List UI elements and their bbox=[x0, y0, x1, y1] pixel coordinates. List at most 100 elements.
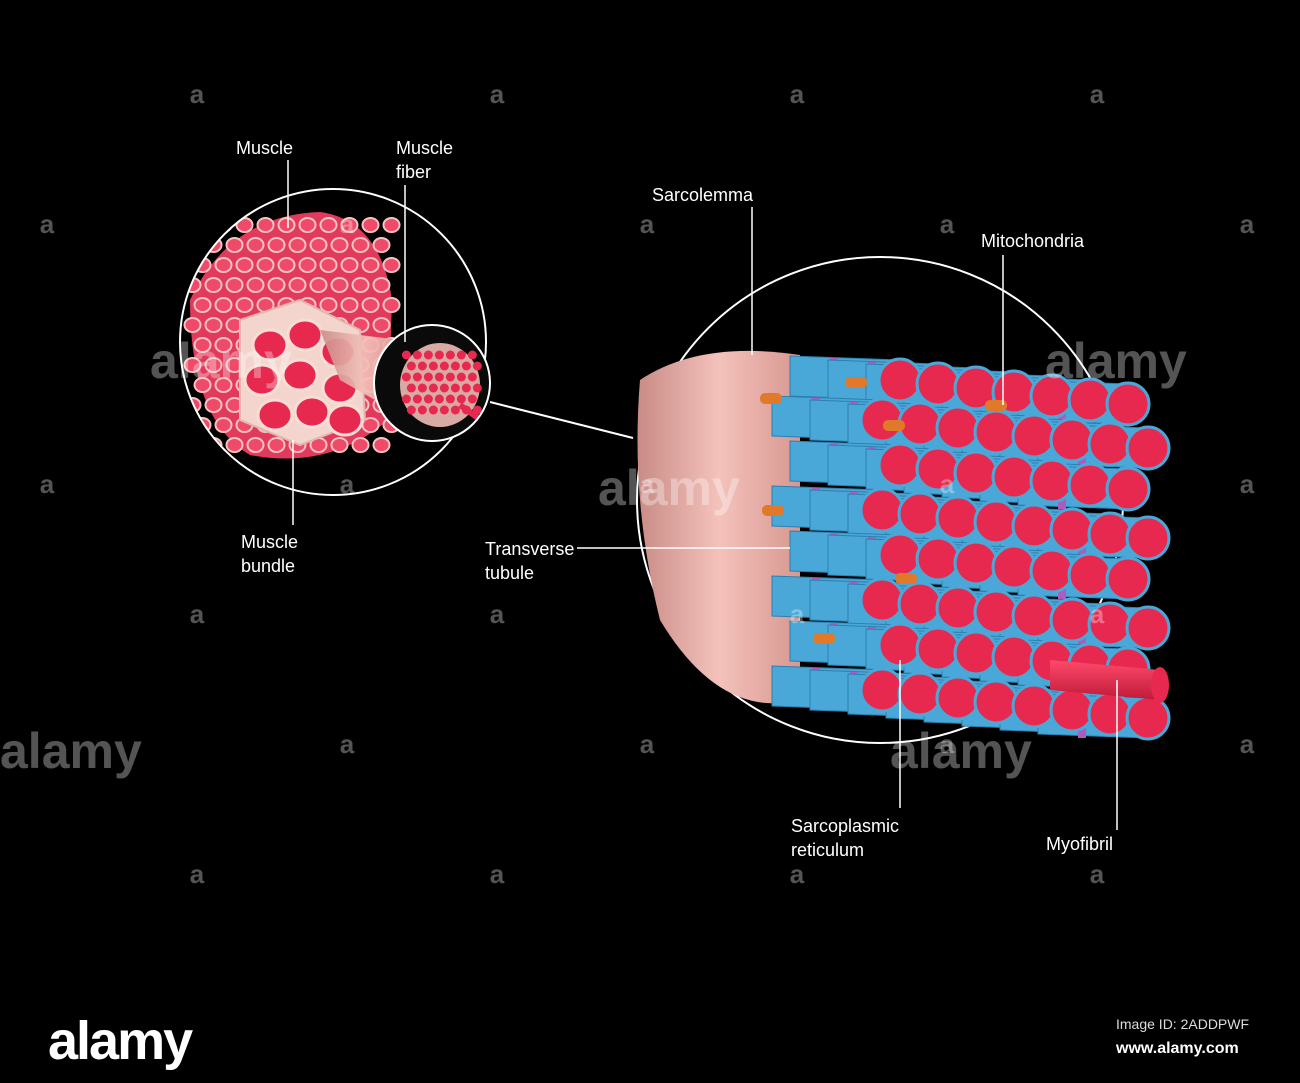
watermark-letter: a bbox=[490, 79, 505, 109]
bundle-cell bbox=[286, 318, 324, 352]
label-muscle-fiber-line2: fiber bbox=[396, 162, 432, 182]
myofibril-face bbox=[1011, 683, 1057, 729]
sarcolemma-sheath bbox=[637, 350, 800, 704]
myofibril-face bbox=[1029, 458, 1075, 504]
fascicle-cell bbox=[361, 217, 380, 233]
watermark-letter: a bbox=[640, 729, 655, 759]
mitochondrion bbox=[762, 505, 784, 516]
fiber-dot bbox=[412, 350, 422, 360]
myofibril-face bbox=[915, 536, 961, 582]
label-myofibril: Myofibril bbox=[1046, 834, 1114, 854]
watermark-letter: a bbox=[40, 469, 55, 499]
watermark-letter: a bbox=[190, 79, 205, 109]
watermark-letter: a bbox=[1090, 79, 1105, 109]
fascicle-cell bbox=[256, 257, 275, 273]
fascicle-cell bbox=[193, 217, 212, 233]
myofibril-face bbox=[935, 405, 981, 451]
fiber-dot bbox=[445, 394, 455, 404]
watermark-word: alamy bbox=[1045, 333, 1187, 389]
myofibril-face bbox=[935, 495, 981, 541]
fascicle-cell bbox=[235, 257, 254, 273]
fascicle-cell bbox=[267, 237, 286, 253]
myofibril-face bbox=[1067, 552, 1113, 598]
myofibril-face bbox=[859, 577, 905, 623]
watermark-word: alamy bbox=[0, 723, 142, 779]
fascicle-cell bbox=[235, 297, 254, 313]
label-sarcoplasmic-reticulum-line1: Sarcoplasmic bbox=[791, 816, 900, 836]
watermark-letter: a bbox=[640, 209, 655, 239]
label-transverse-tubule-line1: Transverse bbox=[485, 539, 575, 559]
fascicle-cell bbox=[193, 297, 212, 313]
myofibril-face bbox=[973, 499, 1019, 545]
myofibril-face bbox=[935, 585, 981, 631]
fiber-dot bbox=[467, 372, 477, 382]
fascicle-cell bbox=[193, 257, 212, 273]
fiber-dot bbox=[450, 383, 460, 393]
fiber-dot bbox=[434, 350, 444, 360]
bundle-cell bbox=[256, 398, 294, 432]
myofibril-face bbox=[1125, 605, 1171, 651]
bundle-cell bbox=[326, 403, 364, 437]
watermark-letter: a bbox=[190, 599, 205, 629]
fascicle-cell bbox=[330, 437, 349, 453]
fiber-dot bbox=[401, 350, 411, 360]
fiber-dot bbox=[450, 361, 460, 371]
bundle-cell bbox=[281, 358, 319, 392]
small-magnifier-ring bbox=[179, 188, 487, 496]
fiber-dot bbox=[467, 350, 477, 360]
watermark-letter: a bbox=[340, 469, 355, 499]
fascicle-cell bbox=[298, 217, 317, 233]
fiber-dot bbox=[401, 394, 411, 404]
myofibril-face bbox=[953, 450, 999, 496]
myofibril-face bbox=[1011, 413, 1057, 459]
fascicle-cell bbox=[204, 357, 223, 373]
fascicle-cell bbox=[183, 317, 202, 333]
watermark-letter: a bbox=[1240, 209, 1255, 239]
watermark-letter: a bbox=[640, 469, 655, 499]
myofibril-face bbox=[991, 634, 1037, 680]
fascicle-cell bbox=[309, 277, 328, 293]
fiber-dot bbox=[467, 394, 477, 404]
myofibril-face bbox=[897, 491, 943, 537]
fiber-dot bbox=[456, 394, 466, 404]
myofibril-face bbox=[1049, 507, 1095, 553]
fascicle-cell bbox=[372, 277, 391, 293]
muscle-cross-section bbox=[183, 212, 410, 459]
image-id-text: Image ID: 2ADDPWF bbox=[1116, 1016, 1250, 1032]
watermark-letter: a bbox=[340, 729, 355, 759]
fiber-dot bbox=[461, 383, 471, 393]
fascicle-cell bbox=[246, 437, 265, 453]
myofibril-face bbox=[1049, 687, 1095, 733]
fiber-dot bbox=[450, 405, 460, 415]
label-muscle-bundle-line1: Muscle bbox=[241, 532, 299, 552]
bundle-cell bbox=[251, 328, 289, 362]
watermark-letter: a bbox=[340, 209, 355, 239]
myofibril-face bbox=[1105, 466, 1151, 512]
mitochondrion bbox=[883, 420, 905, 431]
watermark-letter: a bbox=[1090, 859, 1105, 889]
mitochondrion bbox=[813, 633, 835, 644]
myofibril-face bbox=[1087, 421, 1133, 467]
label-transverse-tubule-line2: tubule bbox=[485, 563, 535, 583]
fiber-dot bbox=[445, 350, 455, 360]
fascicle-cell bbox=[372, 237, 391, 253]
fiber-dot bbox=[434, 372, 444, 382]
fascicle-cell bbox=[351, 437, 370, 453]
myofibril-face bbox=[1029, 548, 1075, 594]
myofibril-face bbox=[973, 679, 1019, 725]
fiber-dot bbox=[417, 361, 427, 371]
fiber-dot bbox=[434, 394, 444, 404]
watermark-letter: a bbox=[940, 209, 955, 239]
watermark-letter: a bbox=[790, 859, 805, 889]
myofibril-face bbox=[991, 454, 1037, 500]
myofibril-face bbox=[1125, 515, 1171, 561]
fascicle-cell bbox=[225, 277, 244, 293]
fascicle-cell bbox=[351, 237, 370, 253]
fiber-dot bbox=[423, 372, 433, 382]
fascicle-cell bbox=[361, 257, 380, 273]
myofibril-face bbox=[897, 401, 943, 447]
myofibril-face bbox=[897, 581, 943, 627]
myofibril-face bbox=[915, 361, 961, 407]
fascicle-cell bbox=[183, 237, 202, 253]
fascicle-cell bbox=[246, 237, 265, 253]
